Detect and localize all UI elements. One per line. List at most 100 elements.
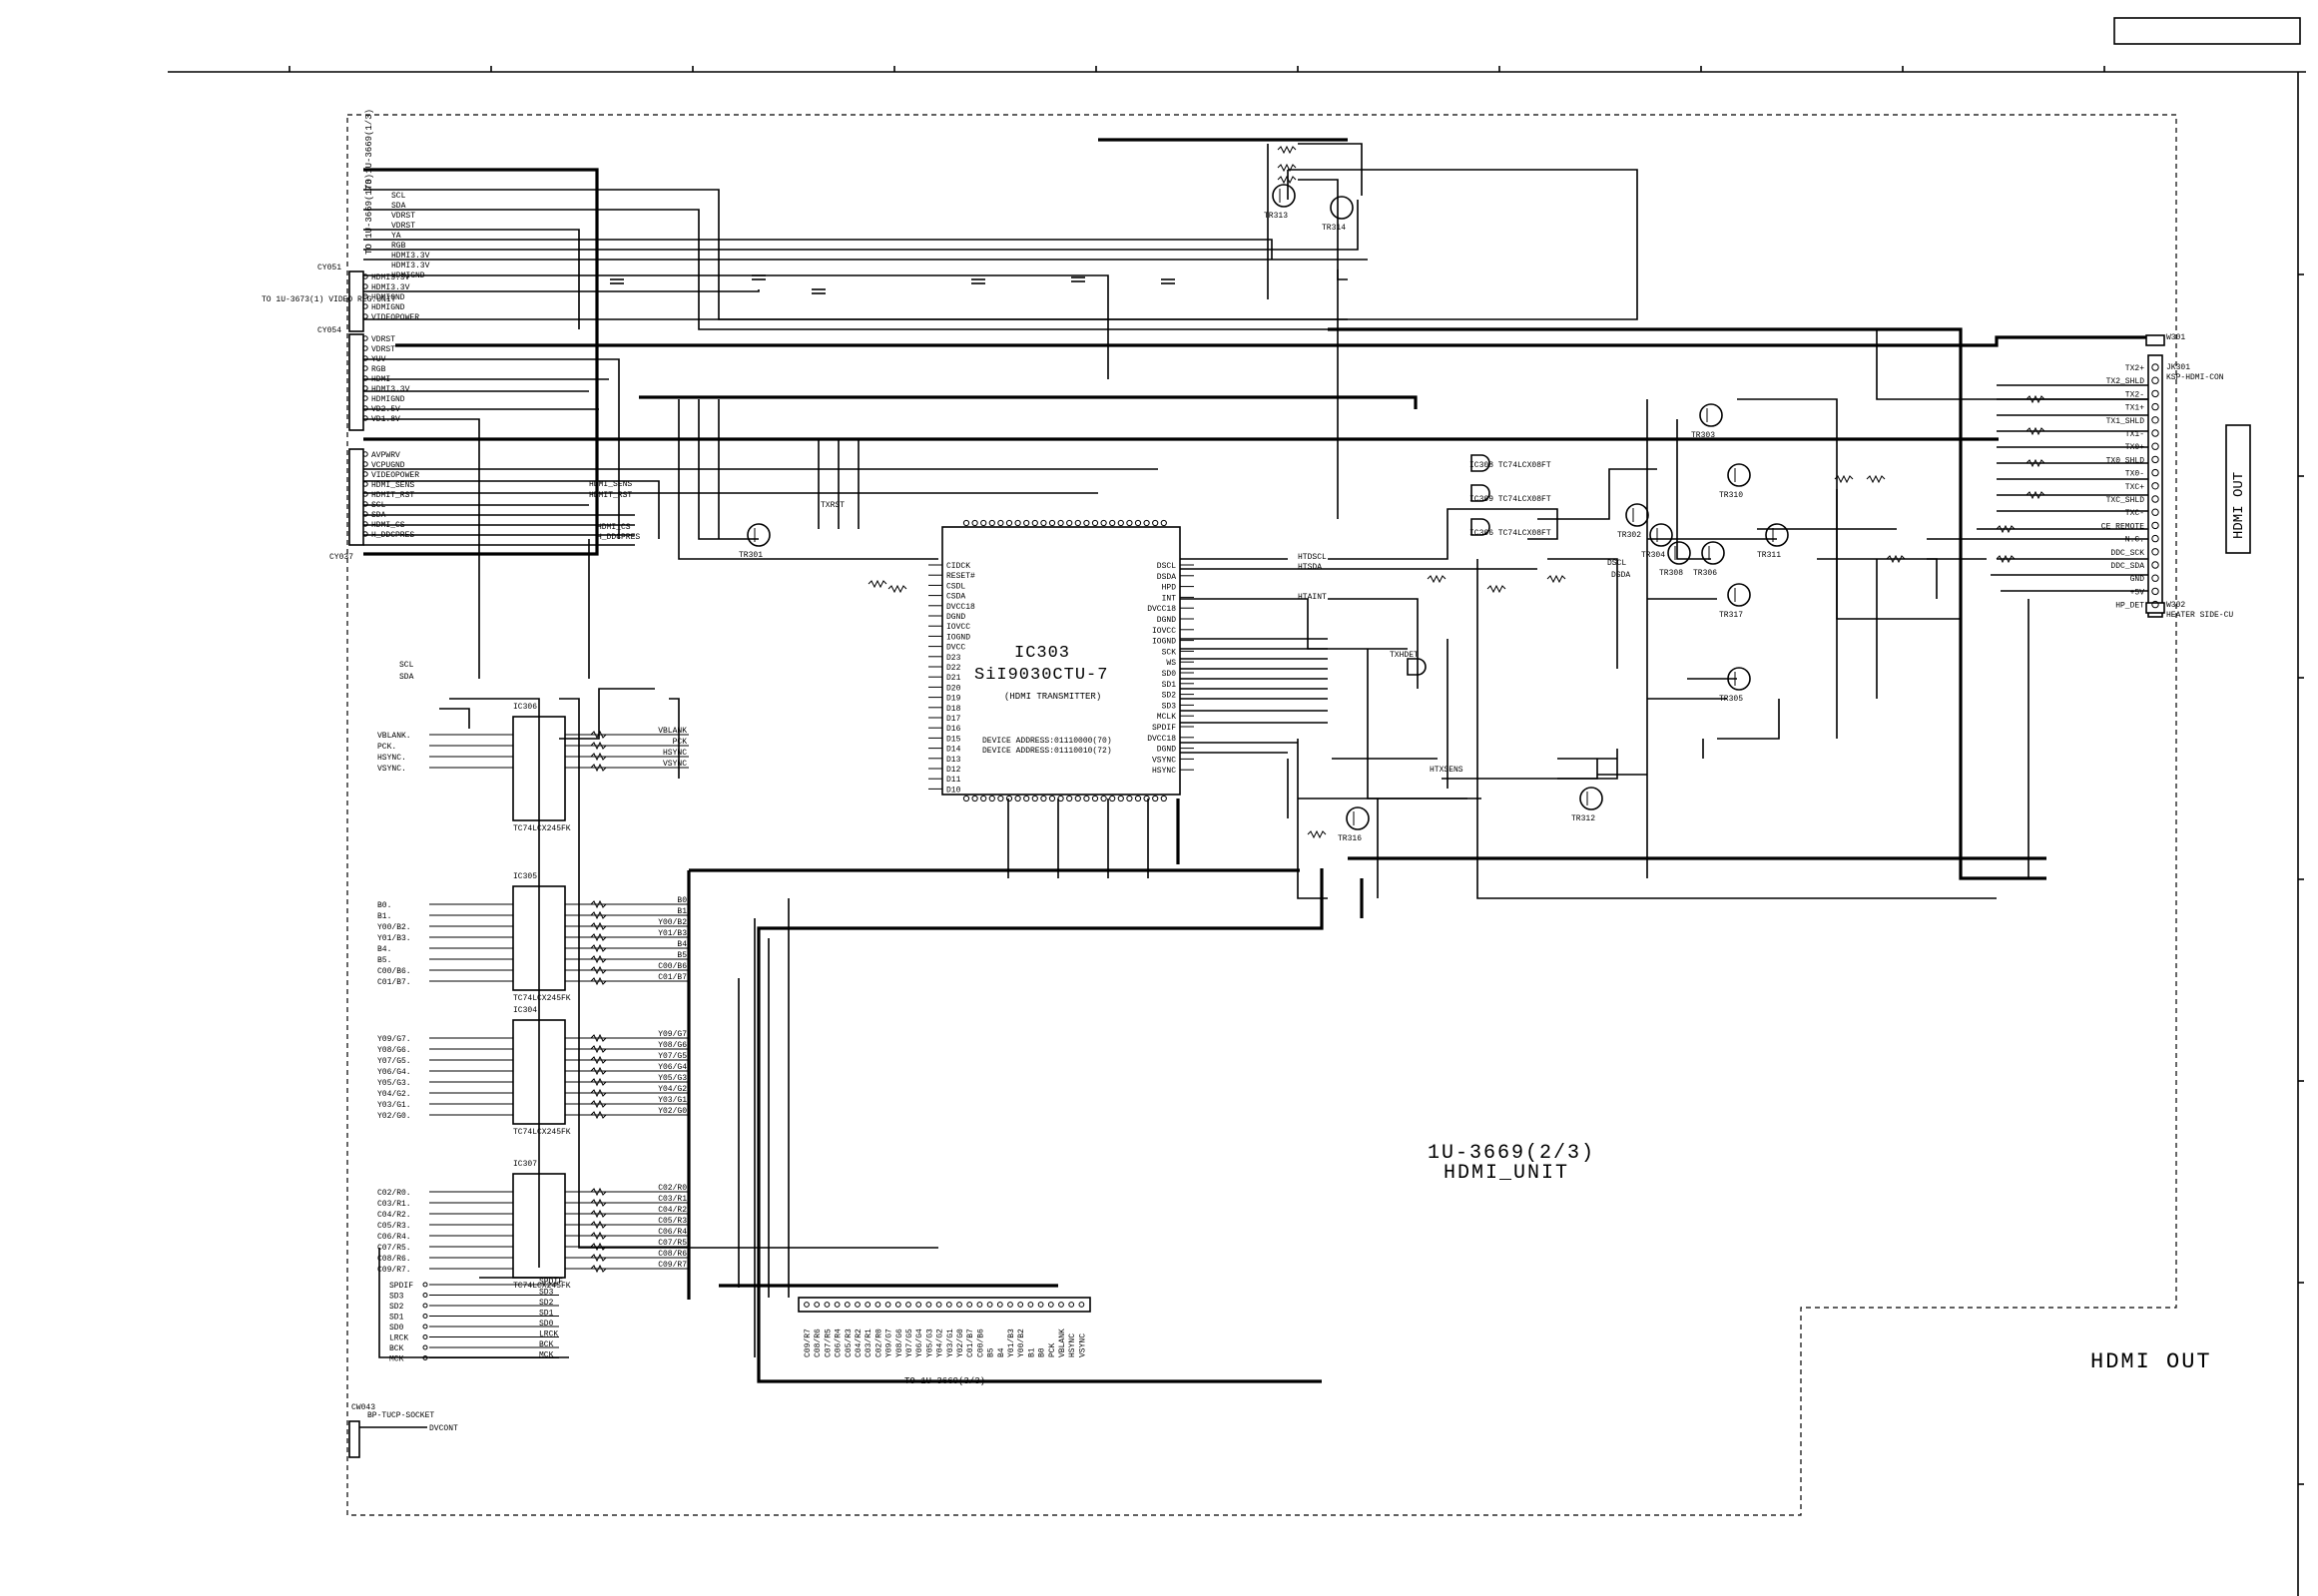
ic303-bottom-pin [980, 795, 987, 802]
ic303-right-pins: DSCLDSDAHPDINTDVCC18DGNDIOVCCIOGNDSCKWSS… [1147, 562, 1194, 776]
bottom-pin-label: Y06/G4 [915, 1329, 924, 1357]
ic303-top-pin [1074, 519, 1081, 527]
resistor [590, 976, 607, 986]
transistor-ref: TR316 [1338, 834, 1362, 843]
resistor [590, 741, 607, 751]
cy051-pin-label: HDMI3.3V [371, 283, 410, 292]
cy051-pin [362, 293, 368, 299]
top-signal-label: SDA [391, 202, 406, 211]
ic303-top-pin [1057, 519, 1064, 527]
buffer-input-label: C03/R1. [377, 1200, 411, 1209]
ic303-top-pin [1109, 519, 1116, 527]
ic303-addr2: DEVICE ADDRESS:01110010(72) [982, 747, 1112, 756]
ic303-left-pin-label: D21 [946, 674, 961, 683]
bottom-pin-label: HSYNC [1068, 1333, 1077, 1357]
hdmi-pin [2151, 561, 2159, 569]
bottom-pin [1037, 1302, 1044, 1308]
ic303-right-pin-label: DSDA [1157, 573, 1176, 582]
ic303-bottom-pin [1014, 795, 1021, 802]
resistor [590, 763, 607, 773]
resistor [590, 1110, 607, 1120]
net-label: SCL [399, 661, 414, 670]
buffer-output-label: VBLANK [658, 727, 687, 736]
ic303-left-pin-label: D13 [946, 756, 961, 765]
audio-pin [422, 1324, 428, 1330]
transistor-symbol [1649, 523, 1673, 547]
cy054-ref: CY054 [317, 326, 341, 335]
resistor [590, 1099, 607, 1109]
bottom-pin [986, 1302, 993, 1308]
ic303-left-pin-label: D10 [946, 786, 961, 795]
resistor [590, 910, 607, 920]
resistor [590, 752, 607, 762]
resistor [590, 1220, 607, 1230]
buffer-output-label: Y05/G3 [658, 1074, 687, 1083]
cy037-pin [362, 521, 368, 527]
ic303-right-pin-label: SD2 [1162, 692, 1177, 701]
sheet-title: HDMI OUT [2090, 1349, 2212, 1374]
transistor-symbol [1701, 541, 1725, 565]
bottom-pin [966, 1302, 973, 1308]
ic303-top-pin [1005, 519, 1013, 527]
bottom-pin [945, 1302, 952, 1308]
transistor-ref: TR312 [1571, 814, 1595, 823]
cy051-pin-label: HDMI3.3V [371, 273, 410, 282]
unit-label-2: HDMI_UNIT [1444, 1162, 1569, 1185]
bottom-pin-label: C05/R3 [845, 1329, 854, 1357]
hdmi-pin-label: TX2_SHLD [2106, 377, 2145, 386]
ic303-top-pin [980, 519, 987, 527]
ic303-top-pin [997, 519, 1004, 527]
connector-note-1: TO 1U-3669(1/3) [364, 109, 374, 190]
buffer-input-label: B1. [377, 912, 391, 921]
transistor-ref: TR303 [1691, 431, 1715, 440]
cy054-pin-label: RGB [371, 365, 386, 374]
top-signal-label: HDMI3.3V [391, 262, 430, 270]
buffer-input-label: C07/R5. [377, 1244, 411, 1253]
resistor [590, 921, 607, 931]
ic303-right-pin-label: SD3 [1162, 702, 1177, 711]
transistor-symbol [1346, 806, 1370, 830]
ic303-bottom-pin [1152, 795, 1159, 802]
ic303-left-pin-label: IOGND [946, 633, 970, 642]
ic303-bottom-pin [1048, 795, 1056, 802]
ic303-left-pin-label: D17 [946, 715, 961, 724]
audio-out-label: SD3 [539, 1289, 554, 1298]
ic303-right-pin-label: DGND [1157, 616, 1176, 625]
ic303-left-pin-label: D12 [946, 766, 961, 775]
hdmi-pin [2151, 389, 2159, 398]
buffer-output-label: Y01/B3 [658, 929, 687, 938]
ic303-top-bottom-pins [962, 519, 1167, 802]
cy054-pin-label: HDMI3.3V [371, 385, 410, 394]
transistor-ref: TR306 [1693, 569, 1717, 578]
buffer-output-label: B1 [677, 907, 687, 916]
cy051-pin [362, 283, 368, 289]
bottom-pin [865, 1302, 871, 1308]
buffer-ic-ref: IC306 [513, 703, 537, 712]
ic303-right-pin-label: DSCL [1157, 562, 1176, 571]
and-gate [1470, 484, 1490, 502]
ic303-left-pin-label: CSDA [946, 593, 965, 602]
cy051-pin-label: VIDEOPOWER [371, 313, 419, 322]
audio-pin [422, 1334, 428, 1339]
bottom-pin [956, 1302, 962, 1308]
buffer-input-label: VSYNC. [377, 765, 406, 774]
ic303-right-pin-label: MCLK [1157, 713, 1176, 722]
audio-out-label: SD0 [539, 1320, 554, 1329]
ic303-bottom-pin [1160, 795, 1167, 802]
bottom-pin-label: Y00/B2 [1017, 1329, 1026, 1357]
buffer-input-label: C02/R0. [377, 1189, 411, 1198]
hdmi-pin-label: GND [2130, 575, 2145, 584]
ic303-bottom-pin [971, 795, 978, 802]
bottom-pin [935, 1302, 942, 1308]
top-signal-label: VDRST [391, 222, 415, 231]
bottom-pin [855, 1302, 861, 1308]
resistor [590, 1033, 607, 1043]
top-signal-label: RGB [391, 242, 406, 251]
audio-pin [422, 1293, 428, 1298]
bottom-pin-label: C01/B7 [966, 1329, 975, 1357]
hdmi-bottom-note: HEATER SIDE-CU [2166, 611, 2233, 620]
ic303-right-pin-label: VSYNC [1152, 756, 1176, 765]
top-signal-label: VDRST [391, 212, 415, 221]
bottom-connector [798, 1297, 1091, 1313]
